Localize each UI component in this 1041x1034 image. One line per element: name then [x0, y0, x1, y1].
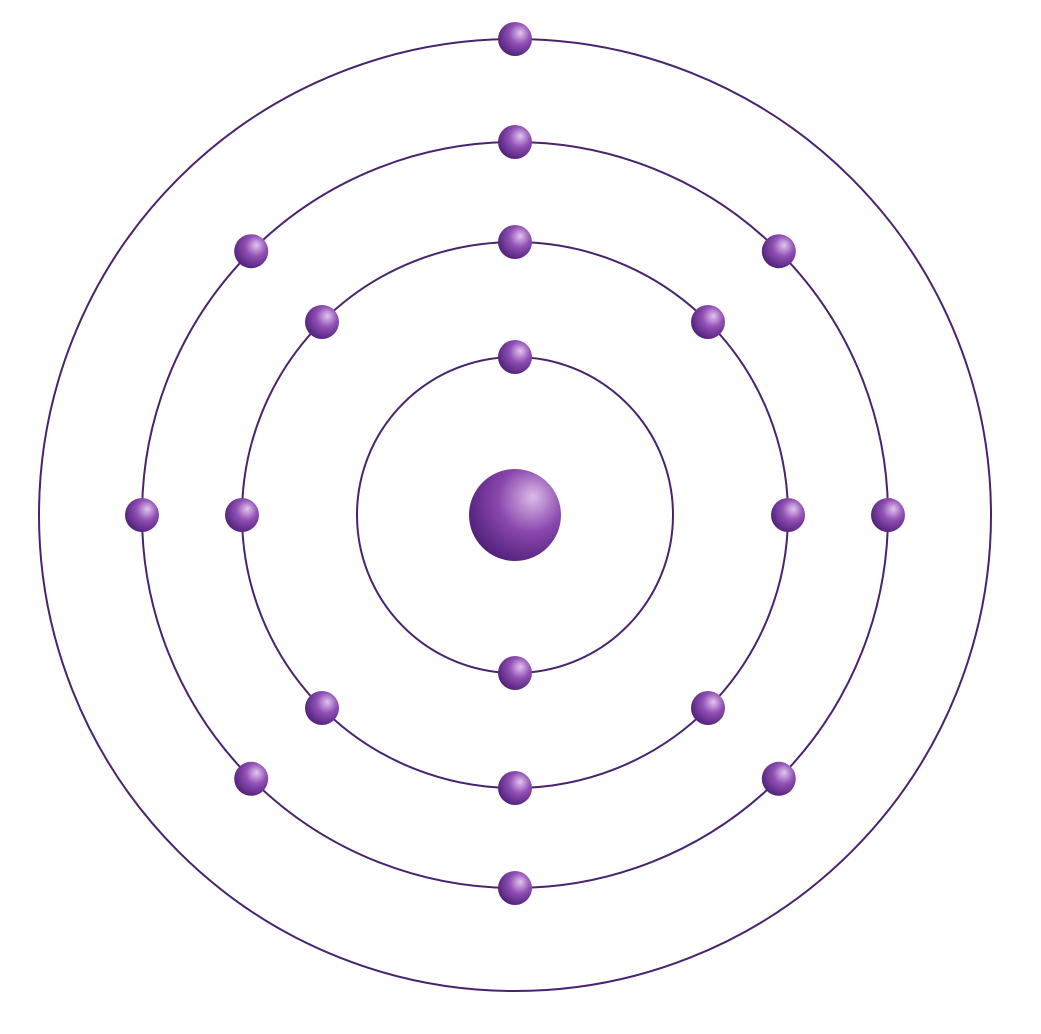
electron-shell-3-7 [125, 498, 159, 532]
electron-shell-3-5 [498, 871, 532, 905]
electron-shell-2-3 [771, 498, 805, 532]
electron-shell-1-1 [498, 340, 532, 374]
electron-shell-2-5 [498, 771, 532, 805]
electron-shell-3-8 [234, 234, 269, 269]
electron-shell-1-2 [498, 656, 532, 690]
electron-shell-2-4 [691, 691, 725, 725]
electron-shell-2-6 [305, 691, 339, 725]
electron-shell-2-8 [305, 305, 339, 339]
electron-shell-3-1 [498, 125, 532, 159]
electron-shell-2-1 [498, 225, 532, 259]
electron-shell-2-2 [691, 305, 725, 339]
electron-shell-3-3 [871, 498, 905, 532]
electron-shell-3-2 [761, 234, 796, 269]
electron-shell-2-7 [225, 498, 259, 532]
electrons [125, 22, 905, 905]
electron-shell-3-4 [761, 761, 796, 796]
electron-shell-3-6 [234, 761, 269, 796]
nucleus [469, 469, 561, 561]
electron-shell-4-1 [498, 22, 532, 56]
